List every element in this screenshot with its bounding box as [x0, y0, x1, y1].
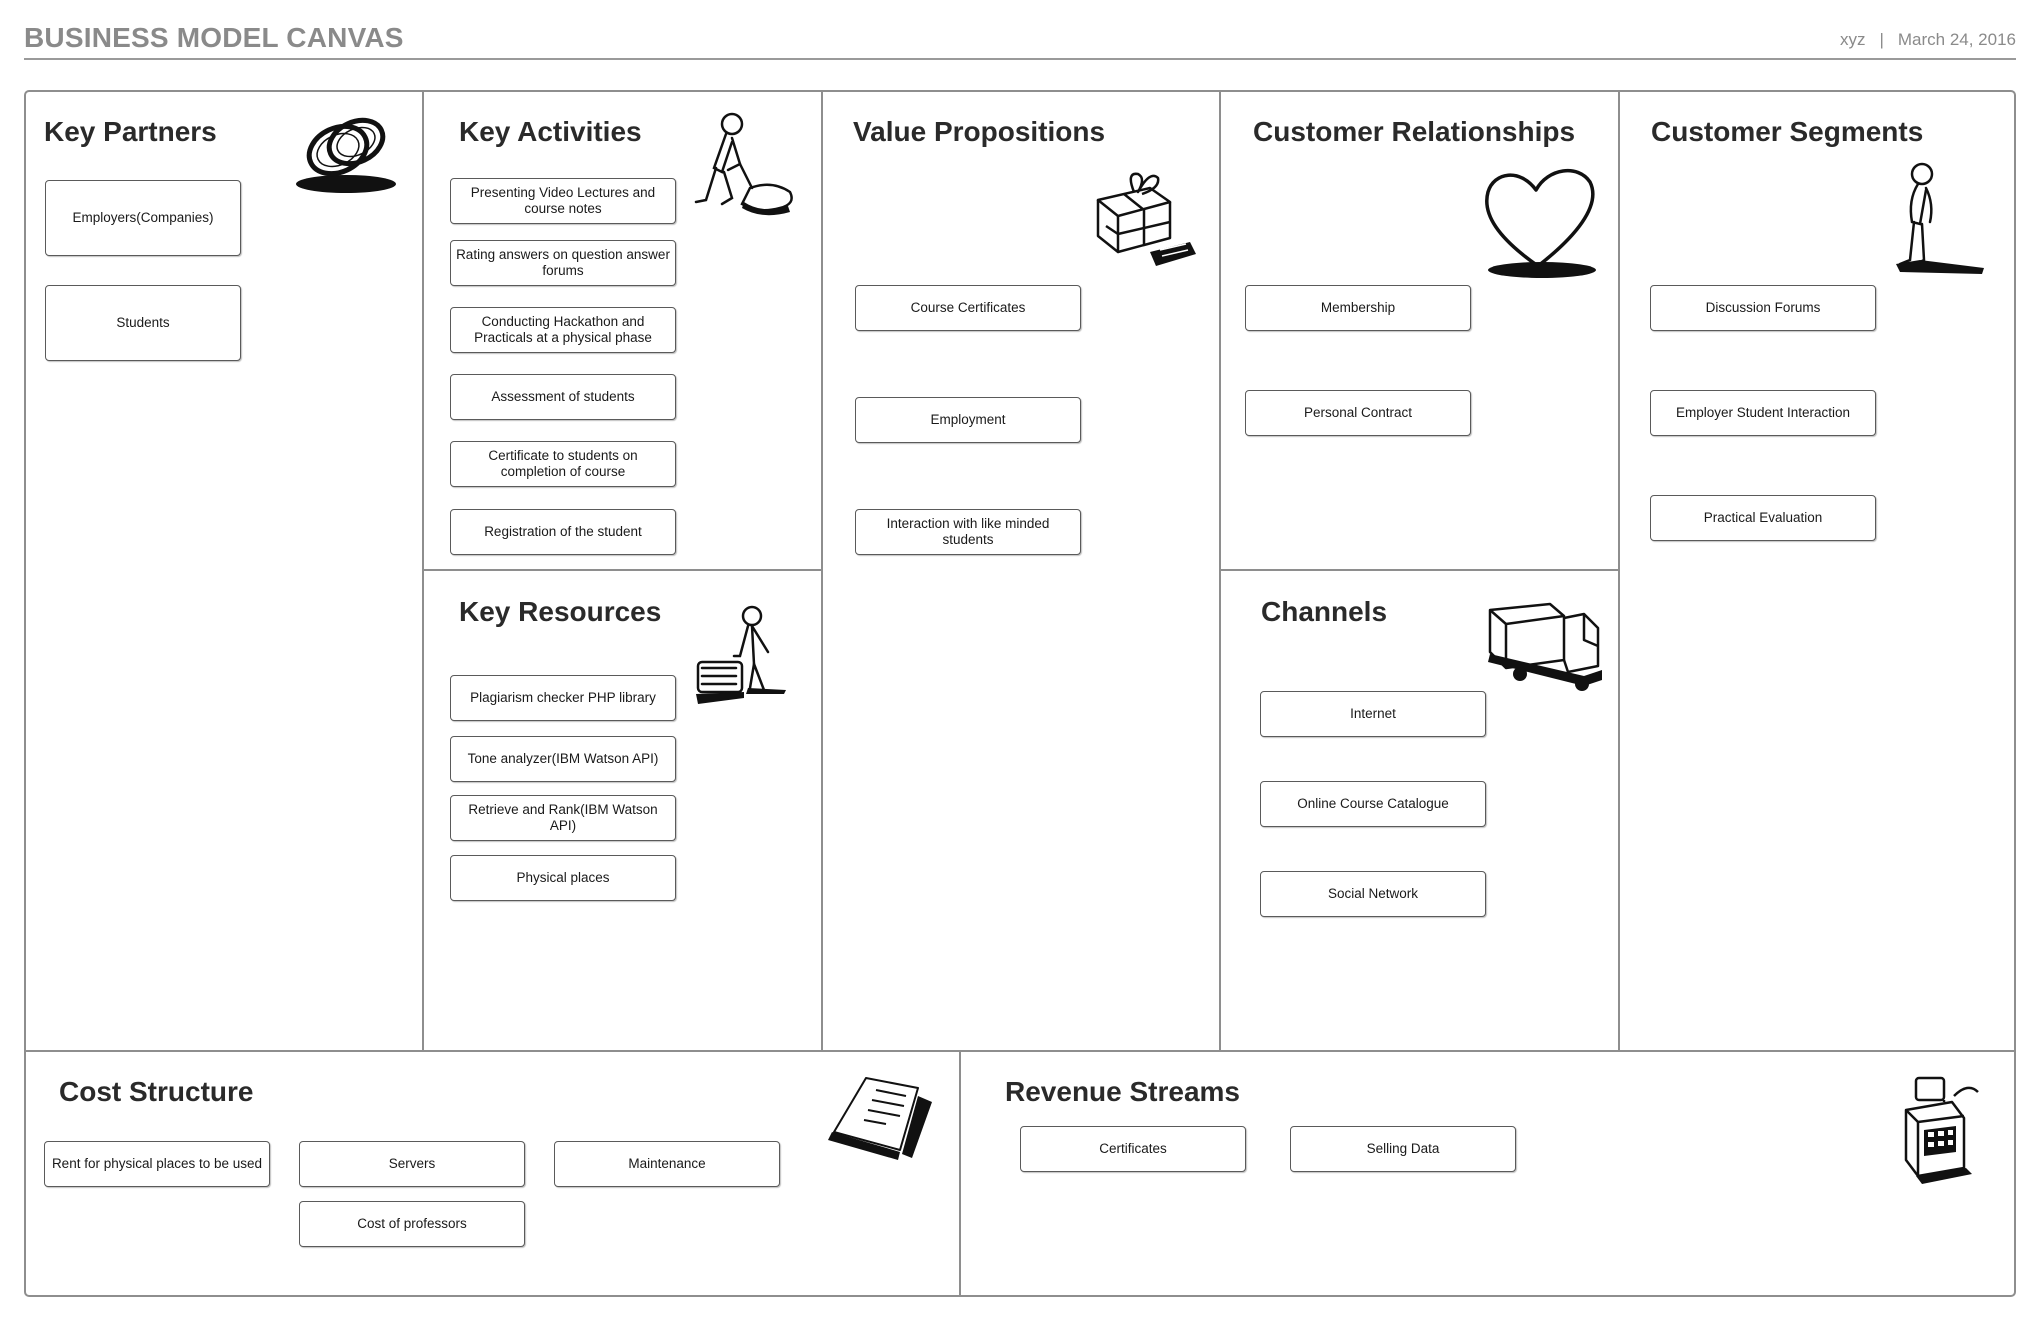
divider [422, 569, 822, 571]
divider [821, 90, 823, 1052]
canvas-meta: xyz | March 24, 2016 [1840, 30, 2016, 50]
invoice-icon [828, 1077, 932, 1160]
header-divider [24, 58, 2016, 60]
customer-segment-item[interactable]: Practical Evaluation [1650, 495, 1876, 541]
divider [24, 1050, 2016, 1052]
section-title: Revenue Streams [1005, 1076, 1241, 1107]
key-resource-item[interactable]: Plagiarism checker PHP library [450, 675, 676, 721]
section-title: Key Activities [459, 116, 642, 147]
section-title: Customer Segments [1651, 116, 1924, 147]
key-resource-item[interactable]: Physical places [450, 855, 676, 901]
date-label: March 24, 2016 [1897, 30, 2016, 49]
key-activity-item[interactable]: Registration of the student [450, 509, 676, 555]
key-activity-item[interactable]: Assessment of students [450, 374, 676, 420]
divider [1618, 90, 1620, 1052]
key-partner-item[interactable]: Students [45, 285, 241, 361]
customer-relationship-item[interactable]: Membership [1245, 285, 1471, 331]
section-title: Customer Relationships [1253, 116, 1576, 147]
customer-relationship-item[interactable]: Personal Contract [1245, 390, 1471, 436]
channel-item[interactable]: Social Network [1260, 871, 1486, 917]
key-resource-item[interactable]: Tone analyzer(IBM Watson API) [450, 736, 676, 782]
meta-separator: | [1879, 30, 1884, 49]
customer-segment-item[interactable]: Employer Student Interaction [1650, 390, 1876, 436]
truck-icon [1488, 602, 1602, 691]
revenue-item[interactable]: Selling Data [1290, 1126, 1516, 1172]
value-proposition-item[interactable]: Course Certificates [855, 285, 1081, 331]
rings-icon [296, 117, 396, 193]
person-with-cart-icon [696, 605, 786, 704]
section-title: Cost Structure [59, 1076, 254, 1107]
canvas-frame [24, 90, 2016, 1297]
cost-item[interactable]: Rent for physical places to be used [44, 1141, 270, 1187]
divider [959, 1050, 961, 1297]
cost-item[interactable]: Maintenance [554, 1141, 780, 1187]
section-title: Key Resources [459, 596, 662, 627]
value-proposition-item[interactable]: Employment [855, 397, 1081, 443]
key-resource-item[interactable]: Retrieve and Rank(IBM Watson API) [450, 795, 676, 841]
key-activity-item[interactable]: Certificate to students on completion of… [450, 441, 676, 487]
standing-person-icon [1896, 162, 1984, 274]
section-title: Key Partners [44, 116, 217, 147]
worker-icon [694, 112, 793, 216]
canvas-title: BUSINESS MODEL CANVAS [24, 22, 404, 53]
key-activity-item[interactable]: Rating answers on question answer forums [450, 240, 676, 286]
divider [1219, 90, 1221, 1052]
revenue-item[interactable]: Certificates [1020, 1126, 1246, 1172]
cash-register-icon [1904, 1076, 1979, 1184]
divider [1219, 569, 1619, 571]
value-proposition-item[interactable]: Interaction with like minded students [855, 509, 1081, 555]
author-label: xyz [1839, 30, 1866, 49]
gift-icon [1096, 172, 1196, 266]
cost-item[interactable]: Cost of professors [299, 1201, 525, 1247]
section-title: Value Propositions [853, 116, 1106, 147]
divider [422, 90, 424, 1052]
key-partner-item[interactable]: Employers(Companies) [45, 180, 241, 256]
key-activity-item[interactable]: Presenting Video Lectures and course not… [450, 178, 676, 224]
section-title: Channels [1261, 596, 1388, 627]
key-activity-item[interactable]: Conducting Hackathon and Practicals at a… [450, 307, 676, 353]
heart-icon [1485, 168, 1596, 278]
customer-segment-item[interactable]: Discussion Forums [1650, 285, 1876, 331]
channel-item[interactable]: Online Course Catalogue [1260, 781, 1486, 827]
channel-item[interactable]: Internet [1260, 691, 1486, 737]
cost-item[interactable]: Servers [299, 1141, 525, 1187]
